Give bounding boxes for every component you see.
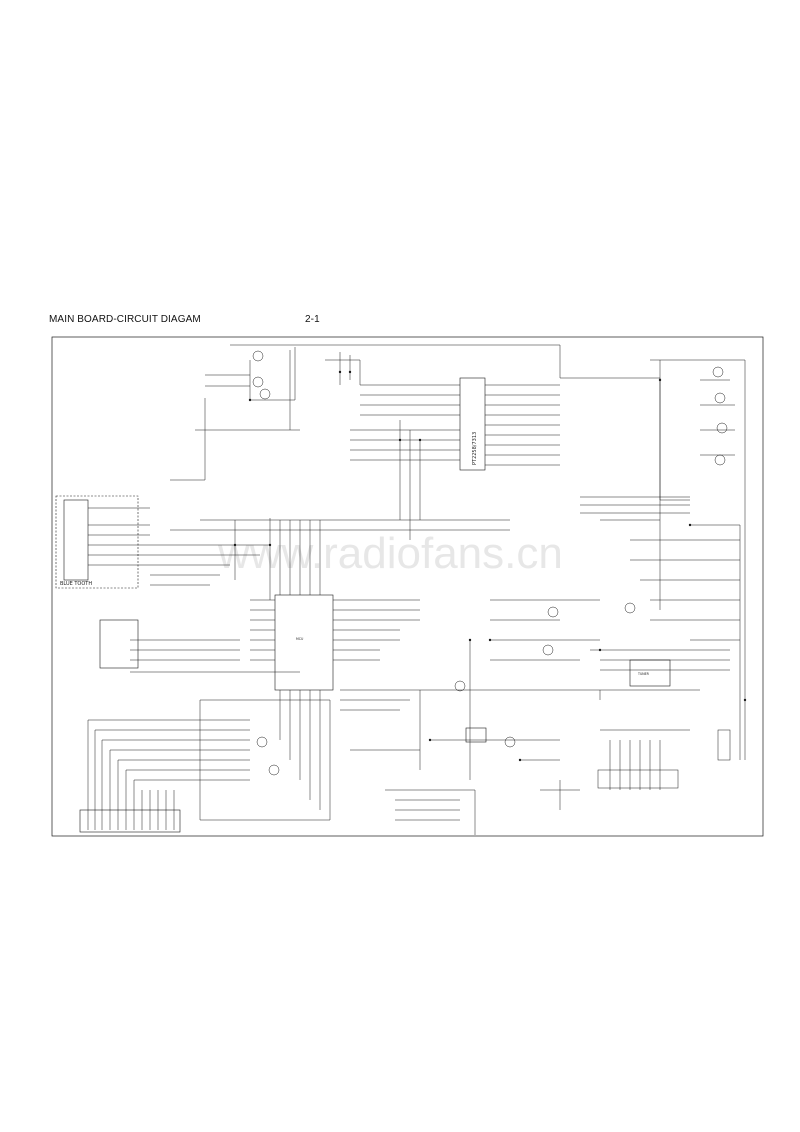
wires — [87, 344, 746, 835]
card-slot — [99, 619, 139, 669]
tuner-box — [629, 659, 671, 687]
diagram-title: MAIN BOARD-CIRCUIT DIAGAM — [49, 314, 201, 325]
regulator-ic — [465, 727, 487, 743]
bluetooth-module — [63, 499, 89, 581]
bottom-connector-box — [79, 809, 181, 833]
tuner-label: TUNER — [637, 672, 650, 676]
watermark: www.radiofans.cn — [217, 529, 563, 578]
ic-pt2258 — [459, 377, 486, 471]
bluetooth-outline — [55, 495, 139, 589]
schematic-border — [51, 336, 764, 837]
ic-main-label: PT2258/7313 — [472, 432, 478, 465]
bluetooth-label: BLUE TOOTH — [60, 581, 92, 587]
ic-mcu-label: MCU — [296, 637, 304, 641]
ic-mcu — [274, 594, 334, 691]
page-number: 2-1 — [305, 314, 320, 325]
